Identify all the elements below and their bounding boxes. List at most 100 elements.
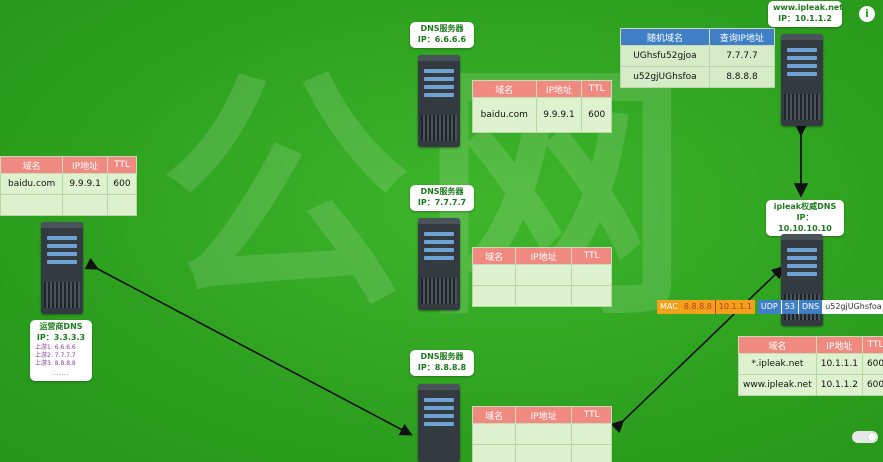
table-cell <box>515 285 573 307</box>
table-header-row: 域名 IP地址 TTL <box>0 156 137 174</box>
upstream-entry: 上游1: 6.6.6.6 <box>35 343 76 351</box>
server-title: DNS服务器 <box>420 352 464 361</box>
col-header: TTL <box>571 406 612 424</box>
table-cell: 600 <box>581 97 612 133</box>
col-header: TTL <box>861 336 883 354</box>
table-cell <box>571 285 612 307</box>
arrow-isp-to-dns3 <box>84 257 413 436</box>
table-cell <box>471 444 517 462</box>
packet-dns: DNS <box>797 300 823 314</box>
table-cell <box>571 444 612 462</box>
server-ip: IP：10.10.10.10 <box>778 212 832 233</box>
dns2-table: 域名 IP地址 TTL <box>471 247 612 307</box>
col-header: TTL <box>107 156 137 174</box>
server-title: 运营商DNS <box>39 322 83 331</box>
upstream-entry: 上游2: 7.7.7.7 <box>35 351 76 359</box>
packet-dst-ip: 10.1.1.1 <box>714 300 755 314</box>
server-ip: IP：3.3.3.3 <box>36 332 86 342</box>
table-cell <box>515 444 573 462</box>
packet-mac: MAC <box>657 300 681 314</box>
ipleak-web-label: www.ipleak.net IP：10.1.1.2 <box>768 1 844 27</box>
col-header: 查询IP地址 <box>708 28 776 46</box>
col-header: TTL <box>571 247 612 265</box>
col-header: 域名 <box>471 406 517 424</box>
table-row: www.ipleak.net 10.1.1.2 600 <box>738 374 883 396</box>
packet-query: u52gjUGhsfoa <box>822 300 883 314</box>
ipleak-auth-dns-label: ipleak权威DNS IP：10.10.10.10 <box>766 200 844 237</box>
col-header: 域名 <box>0 156 64 174</box>
col-header: 域名 <box>738 336 817 354</box>
table-cell <box>571 423 612 445</box>
ipleak-auth-dns-table: 域名 IP地址 TTL *.ipleak.net 10.1.1.1 600 ww… <box>738 336 883 396</box>
dns2-server-icon <box>418 218 460 310</box>
dns1-server-icon <box>418 55 460 147</box>
server-title: ipleak权威DNS <box>773 202 837 211</box>
table-row: UGhsfu52gjoa 7.7.7.7 <box>620 45 776 67</box>
table-cell <box>571 264 612 286</box>
col-header: IP地址 <box>62 156 108 174</box>
table-cell <box>515 423 573 445</box>
table-row <box>471 285 612 307</box>
col-header: 随机域名 <box>620 28 710 46</box>
arrow-dns3-to-auth <box>610 265 785 434</box>
table-cell: 9.9.9.1 <box>62 173 108 195</box>
table-header-row: 随机域名 查询IP地址 <box>620 28 776 46</box>
dns1-table: 域名 IP地址 TTL baidu.com 9.9.9.1 600 <box>472 80 612 133</box>
server-ip: IP：10.1.1.2 <box>778 13 832 23</box>
col-header: 域名 <box>471 247 517 265</box>
col-header: IP地址 <box>515 247 573 265</box>
table-cell: u52gjUGhsfoa <box>620 66 710 88</box>
table-cell: 8.8.8.8 <box>708 66 776 88</box>
table-row <box>471 444 612 462</box>
table-cell: 600 <box>861 353 883 375</box>
table-cell: www.ipleak.net <box>738 374 817 396</box>
dns3-table: 域名 IP地址 TTL <box>471 406 612 462</box>
table-cell: 10.1.1.2 <box>815 374 863 396</box>
isp-dns-server-icon <box>41 222 83 314</box>
table-cell <box>471 423 517 445</box>
dns1-label: DNS服务器 IP：6.6.6.6 <box>410 22 474 48</box>
table-row <box>471 423 612 445</box>
ipleak-query-table: 随机域名 查询IP地址 UGhsfu52gjoa 7.7.7.7 u52gjUG… <box>620 28 776 88</box>
table-cell <box>62 194 108 216</box>
table-cell: 7.7.7.7 <box>708 45 776 67</box>
isp-dns-table: 域名 IP地址 TTL baidu.com 9.9.9.1 600 <box>0 156 137 216</box>
table-header-row: 域名 IP地址 TTL <box>472 80 612 98</box>
packet-src-ip: 8.8.8.8 <box>680 300 715 314</box>
table-row <box>0 194 137 216</box>
table-header-row: 域名 IP地址 TTL <box>471 406 612 424</box>
table-header-row: 域名 IP地址 TTL <box>738 336 883 354</box>
table-header-row: 域名 IP地址 TTL <box>471 247 612 265</box>
server-title: www.ipleak.net <box>773 3 844 12</box>
upstream-entry: 上游3: 8.8.8.8 <box>35 359 76 367</box>
table-cell: 10.1.1.1 <box>815 353 863 375</box>
table-row: baidu.com 9.9.9.1 600 <box>0 173 137 195</box>
server-title: DNS服务器 <box>420 24 464 33</box>
col-header: IP地址 <box>535 80 583 98</box>
col-header: IP地址 <box>815 336 863 354</box>
dns2-label: DNS服务器 IP：7.7.7.7 <box>410 185 474 211</box>
table-cell: 9.9.9.1 <box>535 97 583 133</box>
table-cell: baidu.com <box>472 97 537 133</box>
toggle-switch[interactable] <box>852 431 878 443</box>
info-icon[interactable]: i <box>859 6 875 22</box>
packet-udp: UDP <box>757 300 781 314</box>
col-header: IP地址 <box>515 406 573 424</box>
isp-dns-label: 运营商DNS IP：3.3.3.3 上游1: 6.6.6.6 上游2: 7.7.… <box>30 320 92 381</box>
table-cell <box>107 194 137 216</box>
ipleak-web-server-icon <box>781 34 823 126</box>
upstream-more: ...... <box>53 367 69 377</box>
server-title: DNS服务器 <box>420 187 464 196</box>
packet-port: 53 <box>780 300 798 314</box>
table-cell: 600 <box>107 173 137 195</box>
table-cell: 600 <box>861 374 883 396</box>
server-ip: IP：7.7.7.7 <box>417 197 467 207</box>
col-header: 域名 <box>472 80 537 98</box>
table-cell <box>515 264 573 286</box>
table-cell: *.ipleak.net <box>738 353 817 375</box>
table-cell: baidu.com <box>0 173 64 195</box>
table-cell: UGhsfu52gjoa <box>620 45 710 67</box>
server-ip: IP：6.6.6.6 <box>417 34 467 44</box>
table-cell <box>471 285 517 307</box>
